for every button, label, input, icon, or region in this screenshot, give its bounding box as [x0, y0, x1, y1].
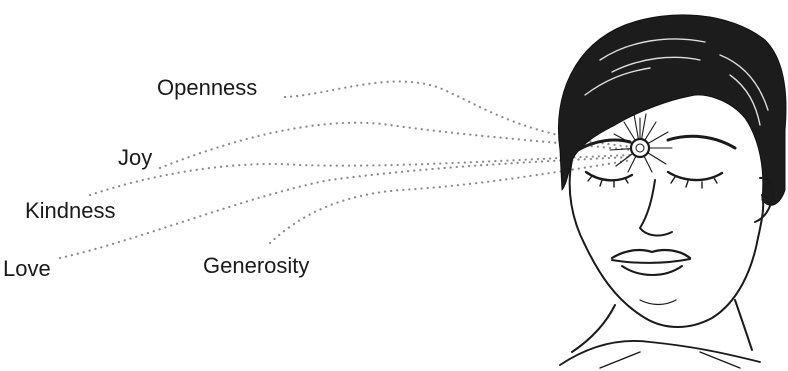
- woman-head-drawing: [558, 15, 786, 368]
- lip-line: [612, 259, 690, 263]
- face-outline: [570, 160, 764, 327]
- collar: [560, 341, 760, 365]
- lower-lip: [622, 266, 682, 275]
- label-love: Love: [3, 258, 51, 280]
- upper-lip: [612, 250, 690, 258]
- chin-shade: [640, 300, 676, 305]
- right-eyebrow: [668, 136, 735, 148]
- label-openness: Openness: [157, 77, 257, 99]
- neck-right: [735, 300, 752, 350]
- shoulder-line: [600, 352, 740, 368]
- label-kindness: Kindness: [25, 200, 116, 222]
- neck-left: [572, 305, 615, 352]
- stream-kindness: [90, 155, 632, 195]
- label-generosity: Generosity: [203, 255, 309, 277]
- stream-love: [60, 157, 632, 258]
- nose: [640, 180, 672, 235]
- label-joy: Joy: [118, 147, 152, 169]
